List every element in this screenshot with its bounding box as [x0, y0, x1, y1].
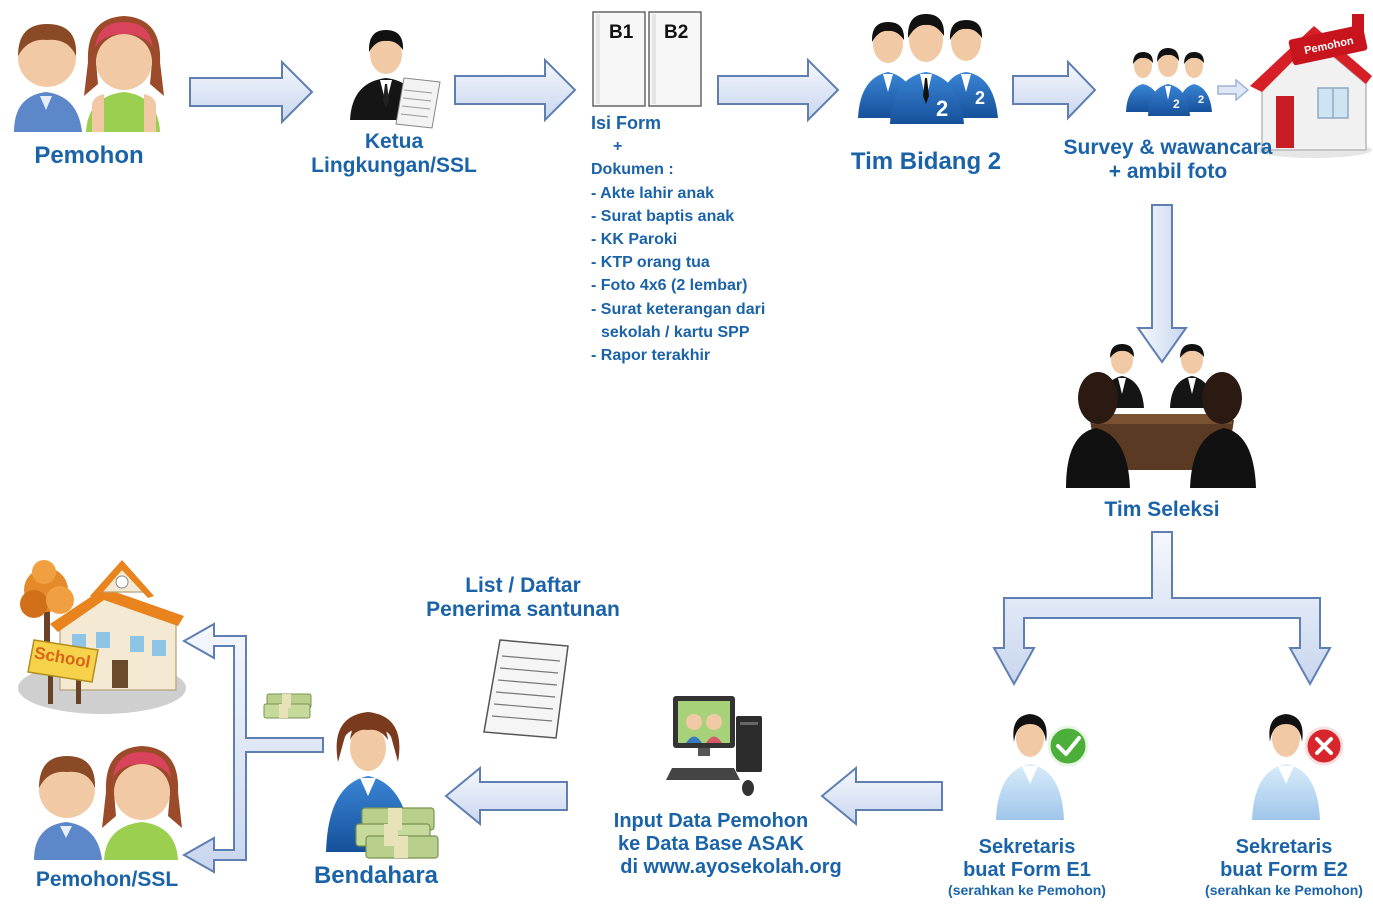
plus-label: + [613, 138, 623, 156]
input-data-label: Input Data Pemohon ke Data Base ASAK di … [580, 810, 842, 879]
arrow-bendahara-split [181, 622, 324, 874]
boy-bottom-icon [34, 756, 102, 860]
sekretaris-e1-illustration [996, 714, 1089, 820]
person-right-icon [938, 20, 998, 118]
tim-seleksi-label: Tim Seleksi [1104, 498, 1220, 521]
pemohon-top-illustration [14, 16, 164, 132]
survey-label: Survey & wawancara + ambil foto [1064, 136, 1273, 184]
arrow-form-to-timbidang [717, 57, 840, 123]
bendahara-illustration [326, 712, 439, 859]
sek-e1-line2: buat Form E1 [963, 859, 1091, 881]
survey-label-line2: + ambil foto [1108, 160, 1228, 184]
tim-seleksi-illustration [1066, 344, 1256, 488]
arrow-input-to-bendahara [444, 765, 568, 827]
ketua-label-line2: Lingkungan/SSL [311, 154, 477, 178]
girl-bottom-icon [102, 746, 182, 860]
ketua-label: Ketua Lingkungan/SSL [311, 130, 477, 178]
doc-item: - Surat baptis anak [591, 207, 735, 225]
tree-icon [20, 560, 74, 650]
money-stack-icon [355, 807, 439, 859]
sekretaris-e2-illustration [1252, 714, 1344, 820]
computer-icon [666, 696, 762, 796]
list-label-line1: List / Daftar [465, 574, 581, 597]
isi-form-label: Isi Form [591, 113, 662, 133]
sek-e2-line1: Sekretaris [1235, 836, 1333, 858]
tim-bidang-illustration [858, 14, 998, 124]
boy-icon [14, 24, 82, 132]
form-b2-label: B2 [664, 22, 689, 43]
sek-e1-line3: (serahkan ke Pemohon) [948, 882, 1106, 898]
cross-icon [1304, 726, 1344, 766]
pemohon-bottom-illustration [34, 746, 182, 860]
doc-item: - Surat keterangan dari [591, 300, 766, 318]
doc-item: - KTP orang tua [591, 254, 710, 272]
list-document-icon [483, 639, 569, 739]
list-label: List / Daftar Penerima santunan [426, 574, 620, 622]
arrow-timbidang-to-survey [1012, 59, 1097, 121]
survey-team-illustration [1126, 48, 1212, 116]
input-data-line3: di www.ayosekolah.org [620, 856, 842, 878]
doc-item: - Foto 4x6 (2 lembar) [591, 277, 748, 295]
girl-icon [84, 16, 164, 132]
form-b1-label: B1 [609, 22, 634, 43]
person-small-center-icon [1148, 48, 1190, 116]
badge-number-small-center: 2 [1173, 97, 1180, 111]
arrow-survey-to-seleksi [1136, 204, 1188, 364]
arrow-pemohon-to-ketua [189, 59, 314, 125]
form-b1-b2 [592, 11, 702, 107]
dokumen-label: Dokumen : [591, 161, 674, 179]
sekretaris-e1-label: Sekretaris buat Form E1 (serahkan ke Pem… [948, 836, 1106, 898]
person-center-icon [890, 14, 964, 124]
badge-number-right: 2 [975, 88, 986, 108]
sek-e1-line1: Sekretaris [978, 836, 1076, 858]
pemohon-bottom-label: Pemohon/SSL [35, 868, 179, 891]
survey-label-line1: Survey & wawancara [1063, 136, 1273, 159]
pemohon-top-label: Pemohon [34, 142, 144, 169]
house-icon [1250, 14, 1372, 158]
list-label-line2: Penerima santunan [426, 598, 620, 622]
sek-e2-line3: (serahkan ke Pemohon) [1205, 882, 1363, 898]
ketua-label-line1: Ketua [364, 130, 424, 153]
arrow-ketua-to-form [454, 57, 577, 123]
person-back-right-icon [1170, 344, 1214, 408]
ketua-illustration [350, 30, 441, 129]
sekretaris-e2-label: Sekretaris buat Form E2 (serahkan ke Pem… [1205, 836, 1363, 898]
input-data-line1: Input Data Pemohon [613, 810, 809, 832]
check-icon [1047, 725, 1089, 767]
person-front-right-icon [1190, 372, 1256, 488]
badge-number-small-right: 2 [1198, 94, 1205, 106]
arrow-seleksi-split [992, 531, 1332, 687]
school-sign-icon [27, 639, 99, 704]
doc-item: - Rapor terakhir [591, 347, 711, 365]
money-icon [263, 693, 312, 719]
sek-e2-line2: buat Form E2 [1220, 859, 1348, 881]
doc-item: - Akte lahir anak [591, 184, 715, 202]
tim-bidang-label: Tim Bidang 2 [850, 148, 1002, 175]
input-data-line2: ke Data Base ASAK [617, 833, 805, 855]
arrow-survey-to-house [1217, 78, 1250, 102]
school-icon [18, 560, 186, 714]
doc-item: sekolah / kartu SPP [601, 323, 750, 341]
doc-item: - KK Paroki [591, 231, 678, 249]
document-icon [395, 77, 441, 129]
bendahara-label: Bendahara [313, 862, 439, 889]
arrow-sekretaris-to-input [820, 765, 943, 827]
document-requirements: Isi Form + Dokumen : - Akte lahir anak -… [591, 112, 765, 367]
badge-number-center: 2 [936, 96, 949, 121]
person-front-left-icon [1066, 372, 1130, 488]
